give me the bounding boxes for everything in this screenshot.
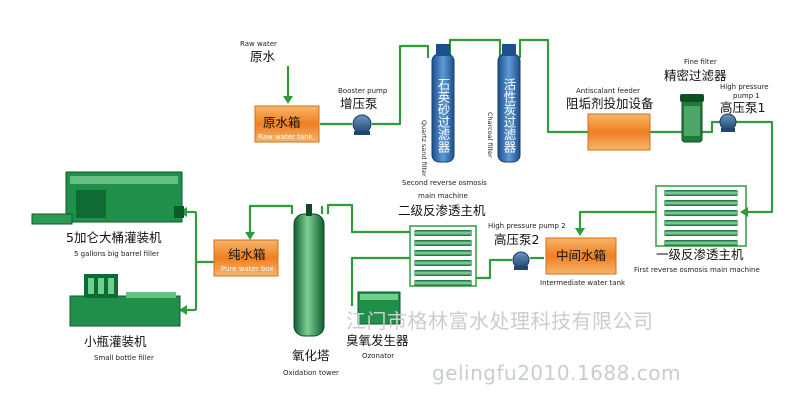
pipes bbox=[179, 38, 774, 315]
booster-pump-cn-label: 增压泵 bbox=[340, 96, 378, 111]
hp2-en-label: High pressure pump 2 bbox=[488, 222, 566, 230]
big-filler-en-label: 5 gallons big barrel filler bbox=[74, 250, 159, 258]
oxidation-tower bbox=[293, 204, 325, 337]
small-filler-en-label: Small bottle filler bbox=[94, 354, 154, 362]
ro2-en-label-1: Second reverse osmosis bbox=[402, 179, 487, 187]
ozonator-en-label: Ozonator bbox=[362, 352, 394, 360]
quartz-filter-en-label: Quartz sand filter bbox=[420, 120, 428, 177]
quartz-sand-filter: Quartz sand filter bbox=[420, 44, 455, 177]
ro2-en-label-2: main machine bbox=[418, 192, 468, 200]
booster-pump-en-label: Booster pump bbox=[338, 87, 388, 95]
ozonator-cn-label: 臭氧发生器 bbox=[346, 333, 409, 348]
oxidation-tower-en-label: Oxidation tower bbox=[283, 369, 339, 377]
pure-tank-cn-label: 纯水箱 bbox=[228, 247, 266, 262]
big-filler-cn-label: 5加仑大桶灌装机 bbox=[66, 230, 162, 245]
quartz-filter-cn-label: 石英砂过滤器 bbox=[436, 78, 451, 154]
small-filler-cn-label: 小瓶灌装机 bbox=[84, 334, 147, 349]
raw-water-tank-cn-label: 原水箱 bbox=[263, 115, 301, 130]
inter-tank-cn-label: 中间水箱 bbox=[556, 248, 606, 263]
high-pressure-pump-2 bbox=[512, 251, 530, 270]
ro1-en-label: First reverse osmosis main machine bbox=[634, 266, 760, 274]
second-ro-machine bbox=[409, 225, 477, 287]
charcoal-filter-cn-label: 活性炭过滤器 bbox=[502, 78, 517, 154]
small-bottle-filler bbox=[69, 274, 181, 327]
ozonator bbox=[357, 291, 401, 325]
ro2-cn-label: 二级反渗透主机 bbox=[398, 203, 486, 218]
fine-filter-cn-label: 精密过滤器 bbox=[664, 68, 727, 83]
intermediate-water-tank: 中间水箱 bbox=[545, 237, 617, 275]
raw-water-cn-label: 原水 bbox=[250, 49, 276, 64]
raw-water-en-label: Raw water bbox=[240, 40, 277, 48]
charcoal-filter: Charcoal filter bbox=[486, 44, 521, 163]
hp1-en-label-1: High pressure bbox=[720, 83, 769, 91]
antiscalant-cn-label: 阻垢剂投加设备 bbox=[566, 96, 654, 111]
fine-filter bbox=[680, 94, 704, 143]
raw-water-tank-en-label: Raw water tank bbox=[258, 133, 314, 141]
oxidation-tower-cn-label: 氧化塔 bbox=[292, 348, 330, 363]
pure-tank-en-label: Pure water box bbox=[221, 265, 274, 273]
ro1-cn-label: 一级反渗透主机 bbox=[656, 247, 744, 262]
inter-tank-en-label: Intermediate water tank bbox=[540, 279, 626, 287]
pure-water-box: 纯水箱 Pure water box bbox=[213, 239, 279, 277]
fine-filter-en-label: Fine filter bbox=[684, 58, 717, 66]
watermark-company: 江门市格林富水处理科技有限公司 bbox=[346, 309, 654, 333]
hp1-en-label-2: pump 1 bbox=[733, 92, 760, 100]
high-pressure-pump-1 bbox=[719, 113, 737, 132]
antiscalant-feeder bbox=[587, 113, 651, 151]
watermark-site: gelingfu2010.1688.com bbox=[432, 361, 681, 385]
hp1-cn-label: 高压泵1 bbox=[720, 100, 765, 115]
booster-pump bbox=[352, 114, 372, 135]
antiscalant-en-label: Antiscalant feeder bbox=[576, 87, 640, 95]
raw-water-tank: 原水箱 Raw water tank bbox=[254, 105, 320, 143]
first-ro-machine bbox=[655, 185, 747, 247]
hp2-cn-label: 高压泵2 bbox=[494, 232, 539, 247]
big-barrel-filler bbox=[31, 171, 184, 225]
charcoal-filter-en-label: Charcoal filter bbox=[486, 112, 494, 158]
